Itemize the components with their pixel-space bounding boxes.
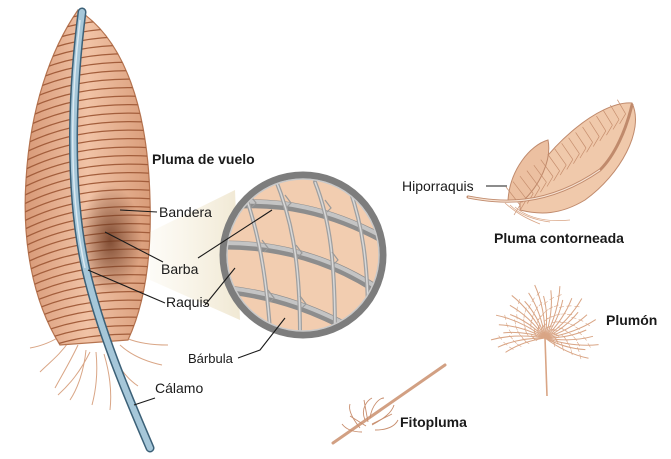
contour-feather-title: Pluma contorneada — [494, 230, 624, 246]
rachis-label: Raquis — [166, 294, 210, 310]
contour-feather — [468, 100, 635, 224]
down-barbule — [514, 319, 515, 324]
flight-feather — [20, 10, 168, 448]
barbule-label: Bárbula — [188, 351, 234, 366]
flight-feather-down-base — [30, 334, 168, 410]
filoplume-title: Fitopluma — [400, 414, 467, 430]
barb-magnifier — [150, 170, 390, 340]
down-barbule — [577, 342, 580, 346]
down-barb — [506, 338, 545, 352]
down-barbule — [554, 305, 559, 307]
down-barbule — [577, 347, 579, 352]
afterfeather-label: Hiporraquis — [402, 178, 474, 194]
calamus-label: Cálamo — [155, 380, 203, 396]
filoplume — [333, 365, 445, 443]
down-feather-calamus — [545, 338, 547, 396]
down-barbule — [551, 315, 556, 317]
down-feather-title: Plumón — [606, 312, 657, 328]
down-feather — [491, 285, 599, 396]
down-barbule — [559, 306, 564, 307]
down-barbule — [566, 341, 569, 345]
calamus-leader — [134, 398, 155, 405]
barb-label: Barba — [161, 261, 199, 277]
down-barbule — [564, 337, 567, 341]
down-barbule — [509, 330, 512, 334]
vane-label: Bandera — [159, 204, 212, 220]
flight-feather-title: Pluma de vuelo — [152, 151, 255, 167]
